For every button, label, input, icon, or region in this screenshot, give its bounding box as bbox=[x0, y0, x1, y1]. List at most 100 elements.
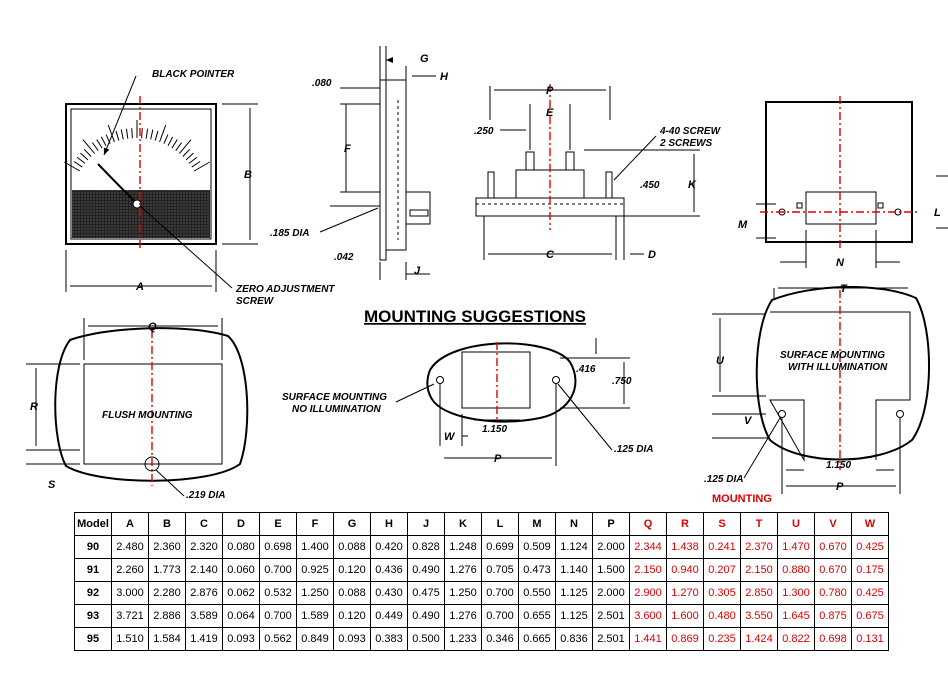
surf-noillum-label: SURFACE MOUNTING bbox=[282, 392, 387, 403]
dim-125-dia-a: .125 DIA bbox=[614, 444, 653, 455]
table-cell: 1.248 bbox=[444, 535, 482, 559]
table-cell: 2.501 bbox=[592, 604, 630, 628]
black-pointer-label: BLACK POINTER bbox=[152, 69, 235, 80]
dim-125-dia-b: .125 DIA bbox=[704, 474, 743, 485]
table-cell: 1.276 bbox=[444, 604, 482, 628]
dim-042: .042 bbox=[334, 252, 354, 263]
dim-L: L bbox=[934, 207, 941, 219]
table-cell: 0.700 bbox=[259, 558, 297, 582]
flush-mounting: Q R S FLUSH MOUNTING .219 DIA bbox=[26, 318, 249, 501]
table-cell: 3.721 bbox=[111, 604, 149, 628]
table-cell: 90 bbox=[74, 535, 112, 559]
table-cell: 1.140 bbox=[555, 558, 593, 582]
mounting-title: MOUNTING SUGGESTIONS bbox=[364, 307, 586, 326]
dim-219-dia: .219 DIA bbox=[186, 490, 225, 501]
table-header-k: K bbox=[444, 512, 482, 536]
table-header-d: D bbox=[222, 512, 260, 536]
table-cell: 1.276 bbox=[444, 558, 482, 582]
table-cell: 0.655 bbox=[518, 604, 556, 628]
table-cell: 0.500 bbox=[407, 627, 445, 651]
table-header-b: B bbox=[148, 512, 186, 536]
table-cell: 0.700 bbox=[259, 604, 297, 628]
table-cell: 3.589 bbox=[185, 604, 223, 628]
rear-view: M L N bbox=[738, 96, 948, 269]
dim-250: .250 bbox=[474, 126, 494, 137]
table-cell: 0.675 bbox=[851, 604, 889, 628]
table-cell: 2.320 bbox=[185, 535, 223, 559]
table-cell: 0.475 bbox=[407, 581, 445, 605]
zero-adjust-label-2: SCREW bbox=[236, 296, 275, 307]
table-cell: 2.876 bbox=[185, 581, 223, 605]
table-cell: 2.260 bbox=[111, 558, 149, 582]
table-cell: 2.000 bbox=[592, 581, 630, 605]
side-view: G H .080 F .185 DIA .042 J bbox=[270, 46, 449, 280]
table-header-n: N bbox=[555, 512, 593, 536]
table-cell: 1.250 bbox=[296, 581, 334, 605]
table-cell: 0.088 bbox=[333, 535, 371, 559]
table-cell: 95 bbox=[74, 627, 112, 651]
table-cell: 0.880 bbox=[777, 558, 815, 582]
table-cell: 0.235 bbox=[703, 627, 741, 651]
table-cell: 2.501 bbox=[592, 627, 630, 651]
surf-noillum-label-2: NO ILLUMINATION bbox=[292, 404, 381, 415]
table-cell: 3.000 bbox=[111, 581, 149, 605]
surf-illum-label: SURFACE MOUNTING bbox=[780, 350, 885, 361]
table-cell: 2.000 bbox=[592, 535, 630, 559]
table-cell: 1.589 bbox=[296, 604, 334, 628]
dim-P-top: P bbox=[546, 85, 554, 97]
dim-D: D bbox=[648, 249, 656, 261]
table-cell: 0.509 bbox=[518, 535, 556, 559]
table-cell: 0.828 bbox=[407, 535, 445, 559]
table-header-r: R bbox=[666, 512, 704, 536]
table-cell: 1.125 bbox=[555, 581, 593, 605]
dim-N: N bbox=[836, 257, 845, 269]
table-cell: 0.425 bbox=[851, 581, 889, 605]
table-cell: 0.175 bbox=[851, 558, 889, 582]
table-cell: 0.940 bbox=[666, 558, 704, 582]
table-cell: 2.360 bbox=[148, 535, 186, 559]
dim-185-dia: .185 DIA bbox=[270, 228, 309, 239]
table-cell: 0.120 bbox=[333, 604, 371, 628]
table-header-a: A bbox=[111, 512, 149, 536]
table-cell: 0.062 bbox=[222, 581, 260, 605]
table-cell: 0.822 bbox=[777, 627, 815, 651]
dim-J: J bbox=[414, 265, 421, 277]
table-cell: 91 bbox=[74, 558, 112, 582]
table-cell: 2.344 bbox=[629, 535, 667, 559]
table-cell: 0.490 bbox=[407, 558, 445, 582]
dim-G: G bbox=[420, 53, 429, 65]
table-cell: 0.060 bbox=[222, 558, 260, 582]
table-cell: 0.562 bbox=[259, 627, 297, 651]
table-cell: 1.600 bbox=[666, 604, 704, 628]
table-header-t: T bbox=[740, 512, 778, 536]
table-cell: 1.773 bbox=[148, 558, 186, 582]
table-header-l: L bbox=[481, 512, 519, 536]
table-cell: 0.131 bbox=[851, 627, 889, 651]
table-cell: 0.700 bbox=[481, 581, 519, 605]
table-cell: 0.705 bbox=[481, 558, 519, 582]
table-cell: 0.532 bbox=[259, 581, 297, 605]
table-cell: 1.270 bbox=[666, 581, 704, 605]
table-header-h: H bbox=[370, 512, 408, 536]
table-cell: 2.886 bbox=[148, 604, 186, 628]
table-header-u: U bbox=[777, 512, 815, 536]
table-cell: 2.150 bbox=[740, 558, 778, 582]
table-cell: 3.600 bbox=[629, 604, 667, 628]
table-header-g: G bbox=[333, 512, 371, 536]
dim-1150-b: 1.150 bbox=[826, 460, 851, 471]
table-cell: 1.500 bbox=[592, 558, 630, 582]
table-cell: 0.869 bbox=[666, 627, 704, 651]
table-cell: 1.645 bbox=[777, 604, 815, 628]
screw-label: 4-40 SCREW bbox=[659, 126, 722, 137]
dim-T: T bbox=[840, 283, 848, 295]
table-cell: 0.480 bbox=[703, 604, 741, 628]
table-cell: 2.900 bbox=[629, 581, 667, 605]
zero-adjust-label: ZERO ADJUSTMENT bbox=[235, 284, 335, 295]
dim-S: S bbox=[48, 479, 56, 491]
table-header-p: P bbox=[592, 512, 630, 536]
table-cell: 1.510 bbox=[111, 627, 149, 651]
table-header-model: Model bbox=[74, 512, 112, 536]
